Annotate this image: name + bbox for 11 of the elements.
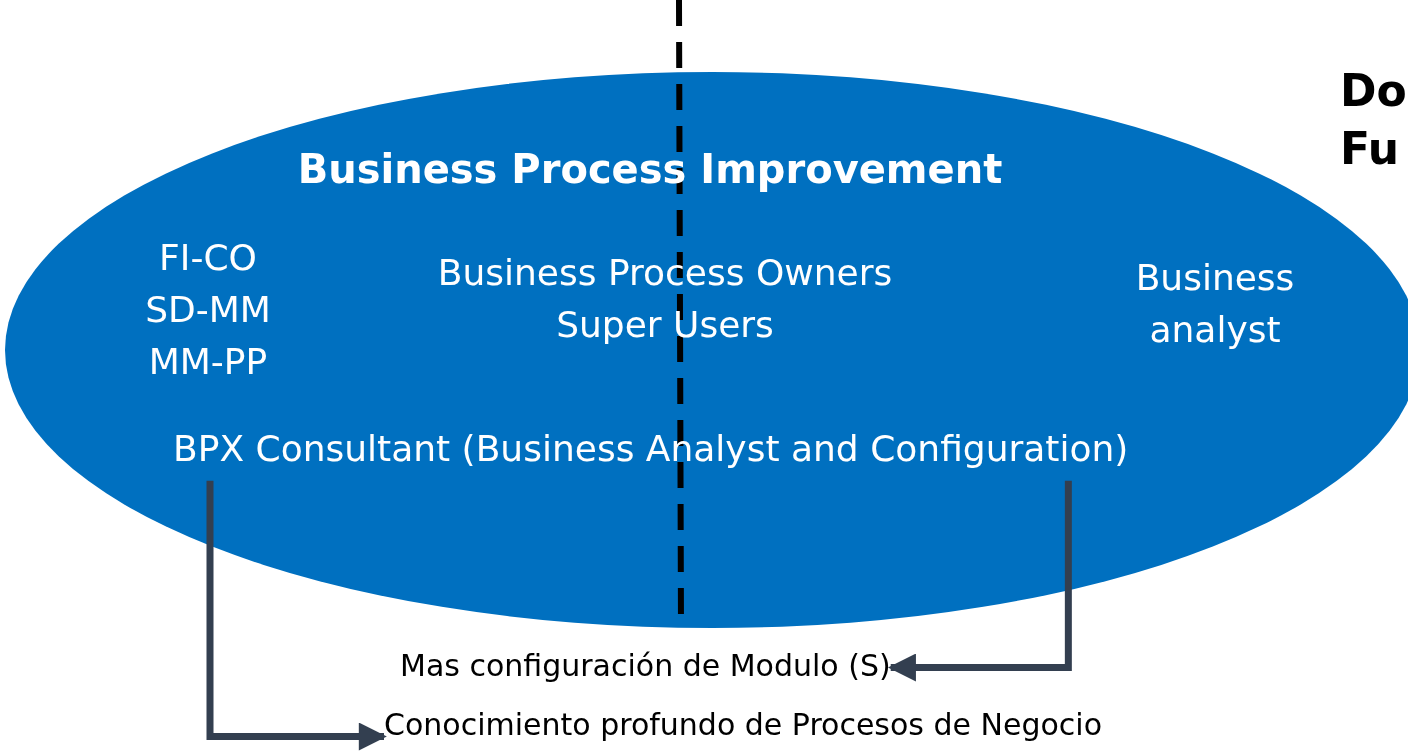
text-label: Mas configuración de Modulo (S) [400,646,891,685]
arrow [206,480,387,751]
heading: Business Process Improvement [296,145,1004,194]
text-label: Conocimiento profundo de Procesos de Negocio [384,705,1103,744]
text-label: Do [1340,64,1407,118]
role-label: Business analyst [1134,256,1296,353]
text-label: Fu [1340,122,1400,176]
module-list: FI-CO SD-MM MM-PP [127,232,289,389]
arrow [887,480,1072,682]
role-label: Business Process Owners Super Users [436,251,894,348]
role-label: BPX Consultant (Business Analyst and Configuration) [173,426,1129,473]
